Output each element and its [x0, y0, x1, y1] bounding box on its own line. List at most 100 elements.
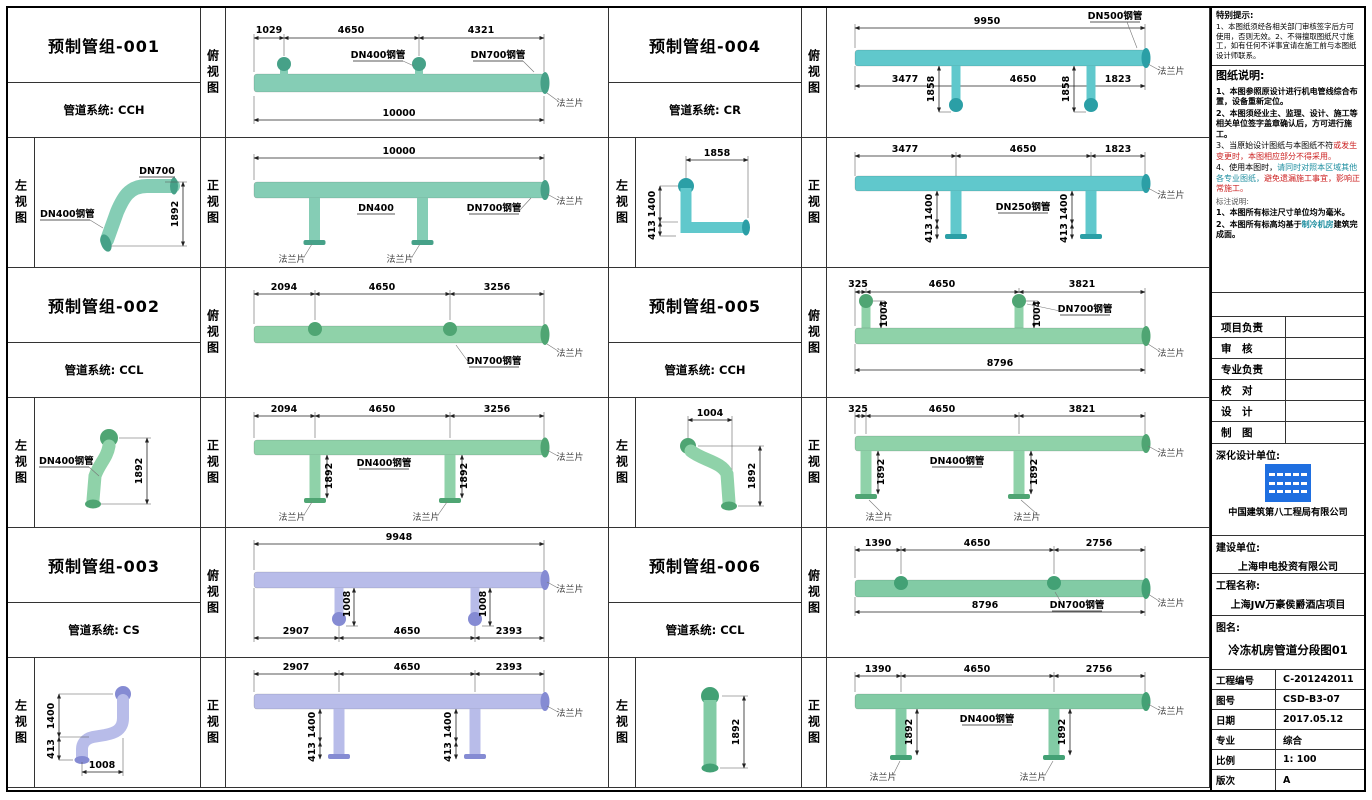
- pipe-system-label: 管道系统: CCH: [8, 81, 200, 137]
- dim-text: 1400: [46, 702, 57, 729]
- dim-text: 1892: [904, 719, 915, 745]
- dim-text: 413: [1059, 223, 1070, 243]
- title-block: 特别提示: 1、本图纸须经各相关部门审核签字后方可使用，否则无效。2、不得擅取图…: [1210, 8, 1364, 790]
- signature-blank: [1286, 359, 1364, 379]
- owner-name: 上海申电投资有限公司: [1238, 562, 1338, 573]
- group-005-left-view: 1004 1892: [680, 408, 764, 511]
- note-item: 2、本图须经业主、监理、设计、施工等相关单位签字盖章确认后，方可进行施工。: [1216, 108, 1358, 139]
- group-003-left-view: 1400 413 1008: [46, 686, 131, 776]
- view-label-front: 正视图: [802, 398, 827, 528]
- dim-text: 2094: [271, 404, 298, 415]
- group-002-left-view: DN400钢管 1892: [39, 429, 151, 509]
- dim-text: 2393: [496, 662, 522, 673]
- dim-text: 1400: [647, 190, 658, 217]
- pipe: [253, 180, 550, 245]
- flange-label: 法兰片: [865, 511, 892, 523]
- view-label-left: 左视图: [8, 398, 35, 528]
- project-name: 上海JW万豪侯爵酒店项目: [1230, 600, 1346, 611]
- table-row: 审 核: [1212, 338, 1364, 359]
- group-006-title-cell: 预制管组-006 管道系统: CCL: [609, 528, 802, 658]
- pipe-system-label: 管道系统: CCL: [8, 341, 200, 397]
- drawing-notes-section: 图纸说明: 1、本图参照原设计进行机电管线综合布置，设备重新定位。 2、本图须经…: [1212, 66, 1364, 293]
- group-004-front-view-cell: 3477 4650 1823 1400 413 1400 413 DN250钢管…: [827, 138, 1210, 268]
- view-label-front: 正视图: [802, 658, 827, 788]
- dim-text: 3256: [484, 282, 511, 293]
- dim-text: 1004: [879, 300, 890, 327]
- logo-dash: [1269, 490, 1307, 494]
- flange-label: 法兰片: [1157, 189, 1184, 201]
- pipe-label: DN400钢管: [960, 713, 1015, 725]
- signature-blank: [1286, 401, 1364, 421]
- group-002-top-view: 2094 4650 3256 DN700钢管 法兰片: [253, 282, 584, 368]
- flange-label: 法兰片: [556, 583, 583, 595]
- dim-text: 9950: [974, 16, 1001, 27]
- view-label-left: 左视图: [609, 138, 636, 268]
- dim-text: 413: [443, 742, 454, 762]
- pipe-label: DN700钢管: [467, 355, 522, 367]
- dim-text: 1892: [1057, 719, 1068, 745]
- drawing-notes-title: 图纸说明:: [1216, 69, 1265, 82]
- group-006-left-view-cell: 1892: [636, 658, 802, 788]
- special-notes-text: 1、本图纸须经各相关部门审核签字后方可使用，否则无效。2、不得擅取图纸尺寸施工，…: [1216, 22, 1357, 60]
- dim-text: 1400: [1059, 193, 1070, 220]
- dim-text: 4650: [1010, 144, 1037, 155]
- dimension-lines: [253, 541, 545, 641]
- dim-text: 1004: [1032, 300, 1043, 327]
- dim-text: 3477: [892, 144, 918, 155]
- flange-label: 法兰片: [869, 771, 896, 783]
- group-006-front-view: 1390 4650 2756 1892 1892 DN400钢管 法兰片 法兰片…: [854, 664, 1185, 783]
- dim-text: 1008: [342, 590, 353, 617]
- flange-label: 法兰片: [556, 347, 583, 359]
- dimension-lines: [854, 153, 1146, 240]
- flange-label: 法兰片: [1013, 511, 1040, 523]
- group-title: 预制管组-004: [648, 36, 762, 56]
- group-005-top-view-cell: 325 4650 3821 1004 1004 8796 DN700钢管 法兰片: [827, 268, 1210, 398]
- flange-label: 法兰片: [556, 451, 583, 463]
- view-label-front: 正视图: [201, 398, 226, 528]
- dim-text: 1004: [697, 408, 724, 419]
- pipe: [253, 57, 550, 94]
- table-row: 项目负责: [1212, 317, 1364, 338]
- group-005-title-cell: 预制管组-005 管道系统: CCH: [609, 268, 802, 398]
- view-label-front: 正视图: [802, 138, 827, 268]
- pipe-label: DN700钢管: [1050, 599, 1105, 611]
- flange-label: 法兰片: [1157, 447, 1184, 459]
- pipe-label: DN400钢管: [351, 49, 406, 61]
- group-003-front-view-cell: 2907 4650 2393 1400 413 1400 413 法兰片: [226, 658, 609, 788]
- dim-text: 10000: [382, 108, 415, 119]
- dim-text: 1029: [256, 25, 282, 36]
- figure-name: 冷冻机房管道分段图01: [1228, 643, 1348, 657]
- design-firm-label: 深化设计单位:: [1216, 451, 1280, 462]
- dim-text: 1400: [307, 711, 318, 738]
- dimension-lines: [854, 673, 1146, 756]
- pipe-system-label: 管道系统: CCH: [609, 341, 801, 397]
- view-label-left: 左视图: [609, 398, 636, 528]
- dim-text: 1892: [170, 201, 181, 227]
- dim-text: 1390: [865, 538, 892, 549]
- group-001-front-view-cell: 10000 DN400 DN700钢管 法兰片 法兰片 法兰片: [226, 138, 609, 268]
- group-001-left-view-cell: DN700 DN400钢管 1892: [35, 138, 201, 268]
- project-label: 工程名称:: [1216, 581, 1260, 592]
- pipe: [678, 178, 750, 236]
- empty-section: [1212, 293, 1364, 317]
- dim-text: 4650: [1010, 74, 1037, 85]
- view-label-left: 左视图: [8, 658, 35, 788]
- pipe-label: DN400钢管: [357, 457, 412, 469]
- dim-text: 2393: [496, 626, 522, 637]
- pipe-label: DN700: [139, 166, 175, 177]
- pipe-label: DN400: [358, 203, 394, 214]
- logo-dash: [1269, 472, 1307, 476]
- pipe-system-label: 管道系统: CR: [609, 81, 801, 137]
- group-003-left-view-cell: 1400 413 1008: [35, 658, 201, 788]
- group-001-title-cell: 预制管组-001 管道系统: CCH: [8, 8, 201, 138]
- logo-dash: [1269, 481, 1307, 485]
- dimension-lines: [854, 413, 1146, 495]
- dim-text: 9948: [386, 532, 413, 543]
- flange-label: 法兰片: [1019, 771, 1046, 783]
- pipe: [854, 434, 1151, 499]
- dim-text: 1008: [89, 760, 116, 771]
- group-002-title-cell: 预制管组-002 管道系统: CCL: [8, 268, 201, 398]
- group-003-front-view: 2907 4650 2393 1400 413 1400 413 法兰片: [253, 662, 584, 762]
- dimension-lines: [253, 671, 545, 760]
